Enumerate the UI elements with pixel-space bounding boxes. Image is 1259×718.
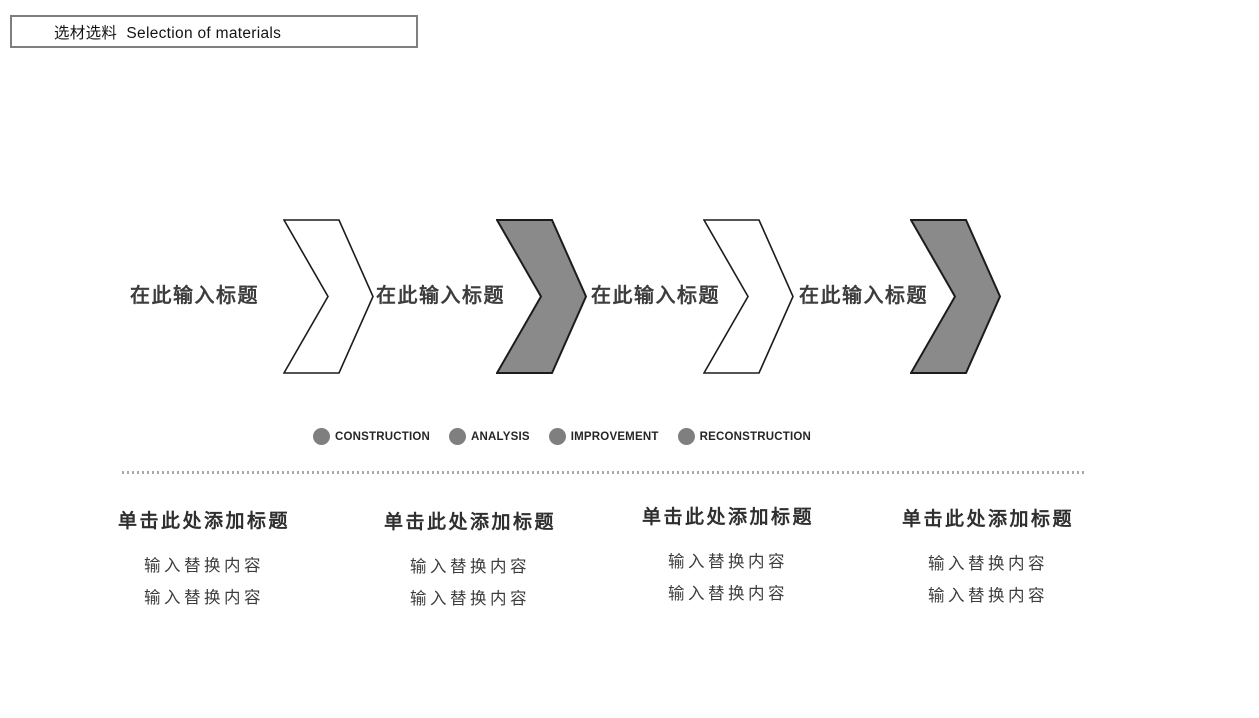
column-heading[interactable]: 单击此处添加标题 <box>383 512 556 533</box>
circle-bullet-icon <box>677 428 695 445</box>
column-line[interactable]: 输入替换内容 <box>144 589 264 607</box>
chevron-arrow-icon-3 <box>703 218 794 375</box>
legend-item-analysis: ANALYSIS <box>449 428 530 445</box>
column-line[interactable]: 输入替换内容 <box>410 558 530 576</box>
circle-bullet-icon <box>313 428 330 445</box>
circle-bullet-icon <box>449 428 467 445</box>
column-line[interactable]: 输入替换内容 <box>668 585 788 603</box>
step-label-3[interactable]: 在此输入标题 <box>591 285 720 307</box>
column-line[interactable]: 输入替换内容 <box>410 590 530 608</box>
column-heading[interactable]: 单击此处添加标题 <box>117 511 290 532</box>
column-line[interactable]: 输入替换内容 <box>928 587 1048 605</box>
legend-item-construction: CONSTRUCTION <box>313 428 430 445</box>
step-label-2[interactable]: 在此输入标题 <box>376 285 505 307</box>
slide-title-box: 选材选料 Selection of materials <box>10 15 418 48</box>
circle-bullet-icon <box>548 428 566 445</box>
content-column-2: 单击此处添加标题 输入替换内容 输入替换内容 <box>360 510 580 610</box>
slide-title: 选材选料 Selection of materials <box>54 24 282 42</box>
content-column-3: 单击此处添加标题 输入替换内容 输入替换内容 <box>618 505 838 605</box>
step-label-1[interactable]: 在此输入标题 <box>130 285 259 307</box>
column-line[interactable]: 输入替换内容 <box>144 557 264 575</box>
legend-label: CONSTRUCTION <box>335 430 431 443</box>
column-heading[interactable]: 单击此处添加标题 <box>901 509 1074 530</box>
content-column-4: 单击此处添加标题 输入替换内容 输入替换内容 <box>878 507 1098 607</box>
legend: CONSTRUCTION ANALYSIS IMPROVEMENT RECONS… <box>313 428 811 445</box>
chevron-arrow-icon-4 <box>910 218 1001 375</box>
legend-label: ANALYSIS <box>471 430 530 443</box>
column-line[interactable]: 输入替换内容 <box>928 555 1048 573</box>
step-label-4[interactable]: 在此输入标题 <box>799 285 928 307</box>
legend-item-reconstruction: RECONSTRUCTION <box>677 428 811 445</box>
column-line[interactable]: 输入替换内容 <box>668 553 788 571</box>
content-column-1: 单击此处添加标题 输入替换内容 输入替换内容 <box>94 509 314 609</box>
legend-item-improvement: IMPROVEMENT <box>548 428 659 445</box>
column-heading[interactable]: 单击此处添加标题 <box>641 507 814 528</box>
dotted-divider <box>122 471 1086 474</box>
chevron-arrow-icon-2 <box>496 218 587 375</box>
legend-label: RECONSTRUCTION <box>699 430 811 443</box>
legend-label: IMPROVEMENT <box>570 430 659 443</box>
chevron-arrow-icon-1 <box>283 218 374 375</box>
